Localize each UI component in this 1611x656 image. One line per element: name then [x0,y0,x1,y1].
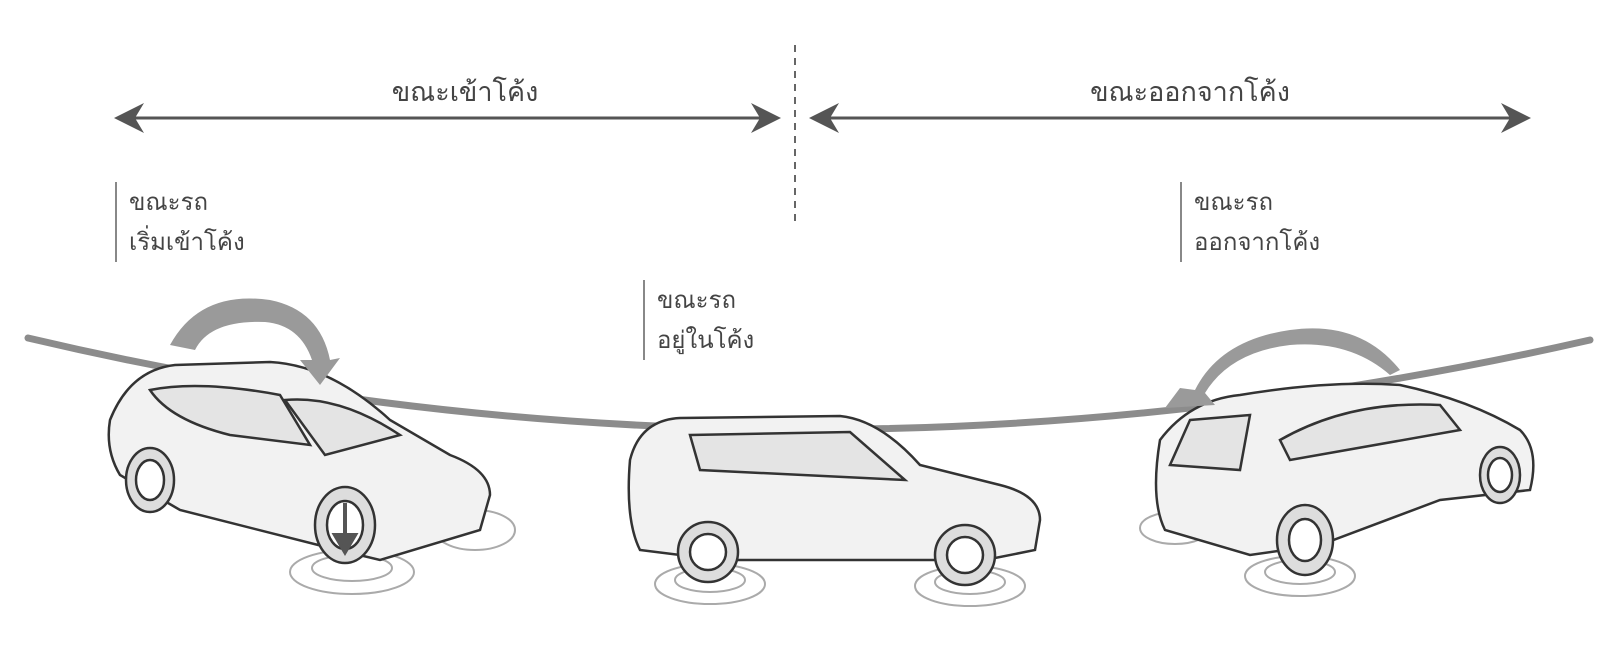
phase-label-entering: ขณะเข้าโค้ง [391,77,539,108]
stage-label-exiting: ขณะรถ ออกจากโค้ง [1180,182,1320,262]
car-entering-curve [107,360,492,565]
downforce-arrow-icon [331,503,359,556]
roll-arrow-icon [1165,328,1400,408]
phase-label-exiting: ขณะออกจากโค้ง [1090,77,1290,108]
car-exiting-curve [1154,382,1535,577]
stage-label-entering: ขณะรถ เริ่มเข้าโค้ง [115,182,245,262]
roll-arrow-icon [170,298,340,385]
car-in-curve [627,414,1042,587]
stage-label-line1: ขณะรถ [1194,188,1273,216]
stage-label-line1: ขณะรถ [129,188,208,216]
stage-label-line2: อยู่ในโค้ง [657,326,755,354]
stage-label-line1: ขณะรถ [657,286,736,314]
stage-label-line2: เริ่มเข้าโค้ง [129,228,245,256]
stage-label-in-curve: ขณะรถ อยู่ในโค้ง [643,280,754,360]
stage-label-line2: ออกจากโค้ง [1194,228,1321,256]
